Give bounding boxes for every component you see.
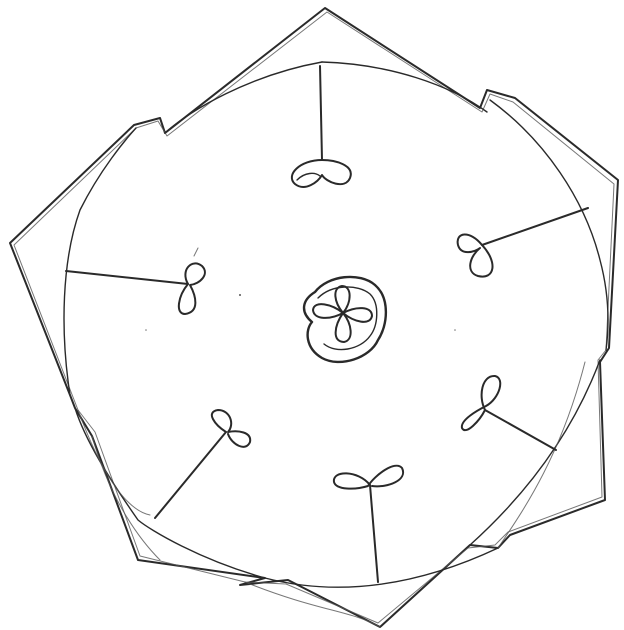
leaf-pair-bottom [334,466,403,489]
seedling-bottom [334,466,403,582]
leaf-pair-left [179,263,205,314]
seedling-right-upper [458,208,588,277]
stalk-left [66,271,188,284]
stalk-right-lower [485,410,556,450]
fold-echo-right [498,362,585,548]
fold-echo-bottom [245,582,380,627]
fold-line-bottom [265,548,498,587]
shell-fold-lines [64,62,608,627]
stalk-bottom [370,485,378,582]
leaf-pair-right-lower [462,376,500,430]
seedling-left [66,248,205,314]
fold-line-top-right [322,62,487,112]
stalk-bottom-left [155,432,226,518]
outer-shell-sketch-stroke [14,12,614,623]
fold-echo-bottom-left [92,436,160,560]
stalk-right-upper [482,208,588,245]
seedling-top [292,66,351,187]
fold-line-right [490,100,608,350]
center-flower [304,277,386,362]
leaf-pair-top-inner [297,173,320,180]
leaf-pair-right-upper [458,234,493,276]
seedling-right-lower [462,376,556,450]
seedling-bottom-left [155,410,250,518]
leaf-tip-left [194,248,198,256]
stalk-top [320,66,322,160]
fold-line-bottom-left [75,408,265,578]
outer-shell-outline [10,8,618,627]
speck [239,294,241,296]
fold-line-bottom-right [470,360,600,545]
fold-echo-left [78,410,150,515]
speck [454,329,456,331]
speck [145,329,147,331]
leaf-pair-top [292,160,351,187]
fold-line-left [64,128,136,395]
